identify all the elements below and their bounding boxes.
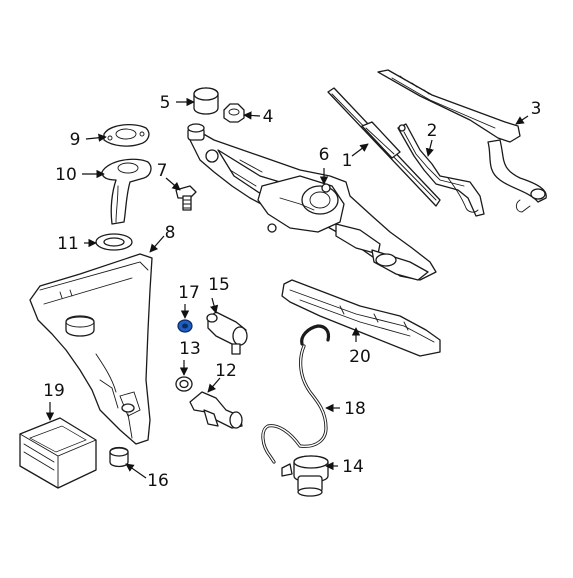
- rear-washer-pump[interactable]: [189, 391, 243, 429]
- bolt[interactable]: [175, 185, 197, 211]
- nut[interactable]: [223, 103, 245, 123]
- callout-14: 14: [342, 457, 364, 477]
- filler-neck[interactable]: [101, 158, 152, 225]
- callout-18: 18: [344, 399, 366, 419]
- wiper-arm-left[interactable]: [397, 123, 485, 217]
- callout-9: 9: [70, 130, 81, 150]
- callout-1: 1: [342, 151, 353, 171]
- grommet-highlighted[interactable]: [177, 319, 193, 333]
- callout-12: 12: [215, 361, 237, 381]
- callout-labels: 1 2 3 4 5 6 7 8 9 10 11 12 13 14 15 16 1…: [43, 93, 541, 491]
- washer-pump[interactable]: [206, 311, 248, 355]
- reservoir-grommet[interactable]: [109, 446, 129, 468]
- filler-neck-seal[interactable]: [103, 123, 150, 147]
- cap[interactable]: [193, 87, 219, 115]
- leader-lines: [45, 97, 529, 479]
- callout-11: 11: [57, 234, 79, 254]
- control-module[interactable]: [19, 417, 97, 489]
- wiper-blade[interactable]: [327, 87, 441, 207]
- callout-5: 5: [160, 93, 171, 113]
- wiper-motor-linkage[interactable]: [187, 123, 437, 281]
- pump-grommet[interactable]: [175, 376, 193, 392]
- callout-7: 7: [157, 161, 168, 181]
- callout-17: 17: [178, 283, 200, 303]
- washer-pump-bottom[interactable]: [281, 455, 329, 497]
- callout-16: 16: [147, 471, 169, 491]
- wiper-arm-right[interactable]: [377, 69, 547, 213]
- washer-reservoir[interactable]: [29, 253, 153, 445]
- ring-seal[interactable]: [95, 233, 133, 251]
- callout-3: 3: [531, 99, 542, 119]
- callout-2: 2: [427, 121, 438, 141]
- callout-8: 8: [165, 223, 176, 243]
- callout-10: 10: [55, 165, 77, 185]
- cowl-panel[interactable]: [281, 279, 441, 357]
- callout-13: 13: [179, 339, 201, 359]
- callout-15: 15: [208, 275, 230, 295]
- callout-6: 6: [319, 145, 330, 165]
- callout-20: 20: [349, 347, 371, 367]
- callout-4: 4: [263, 107, 274, 127]
- callout-19: 19: [43, 381, 65, 401]
- washer-hose[interactable]: [261, 324, 331, 464]
